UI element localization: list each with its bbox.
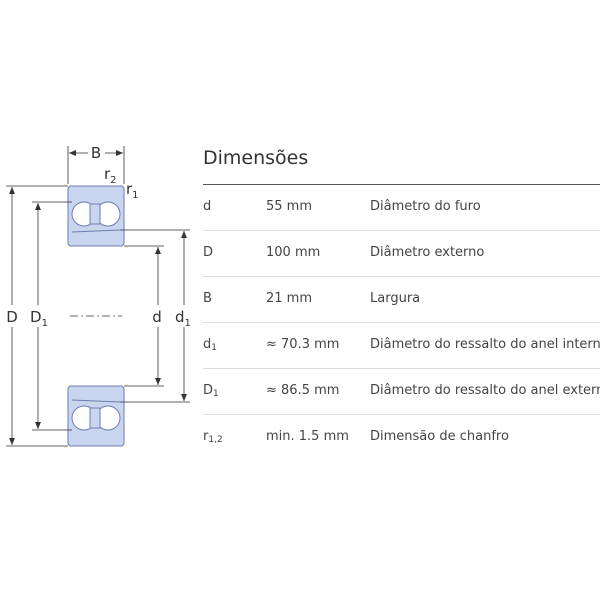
- table-row: d 55 mm Diâmetro do furo: [203, 184, 600, 230]
- bearing-cross-section-drawing: B r2 r1 D D1 d d1: [6, 144, 191, 447]
- row-description: Diâmetro do furo: [370, 199, 481, 214]
- lower-ring-section: [67, 385, 125, 447]
- row-description: Diâmetro externo: [370, 245, 485, 260]
- table-row: r1,2 min. 1.5 mm Dimensão de chanfro: [203, 414, 600, 460]
- label-B: B: [91, 144, 101, 162]
- label-r1: r1: [126, 180, 139, 201]
- label-D: D: [6, 308, 18, 326]
- outer-diameter-dimension-D: D: [6, 185, 68, 447]
- row-symbol: d1: [203, 337, 217, 353]
- row-value: 21 mm: [266, 291, 313, 306]
- table-row: D1 ≈ 86.5 mm Diâmetro do ressalto do anel …: [203, 368, 600, 414]
- row-symbol: D1: [203, 383, 219, 399]
- table-row: d1 ≈ 70.3 mm Diâmetro do ressalto do anel …: [203, 322, 600, 368]
- row-value: min. 1.5 mm: [266, 429, 349, 444]
- row-value: ≈ 86.5 mm: [266, 383, 340, 398]
- label-r2: r2: [104, 165, 117, 186]
- row-symbol: D: [203, 245, 214, 260]
- label-d1: d1: [175, 308, 191, 329]
- row-description: Diâmetro do ressalto do anel externo: [370, 383, 600, 398]
- table-row: D 100 mm Diâmetro externo: [203, 230, 600, 276]
- width-dimension-B: B: [67, 144, 125, 184]
- row-symbol: B: [203, 291, 212, 306]
- row-value: 55 mm: [266, 199, 313, 214]
- row-symbol: d: [203, 199, 212, 214]
- label-D1: D1: [30, 308, 48, 329]
- label-d: d: [152, 308, 162, 326]
- outer-shoulder-dimension-D1: D1: [30, 201, 72, 431]
- inner-shoulder-dimension-d1: d1: [120, 229, 191, 403]
- row-description: Diâmetro do ressalto do anel interno: [370, 337, 600, 352]
- row-description: Largura: [370, 291, 421, 306]
- row-value: 100 mm: [266, 245, 321, 260]
- table-title: Dimensões: [203, 147, 309, 169]
- upper-ring-section: [67, 185, 125, 247]
- row-description: Dimensão de chanfro: [370, 429, 509, 444]
- table-row: B 21 mm Largura: [203, 276, 600, 322]
- bore-diameter-dimension-d: d: [124, 245, 164, 387]
- row-value: ≈ 70.3 mm: [266, 337, 340, 352]
- row-symbol: r1,2: [203, 429, 223, 445]
